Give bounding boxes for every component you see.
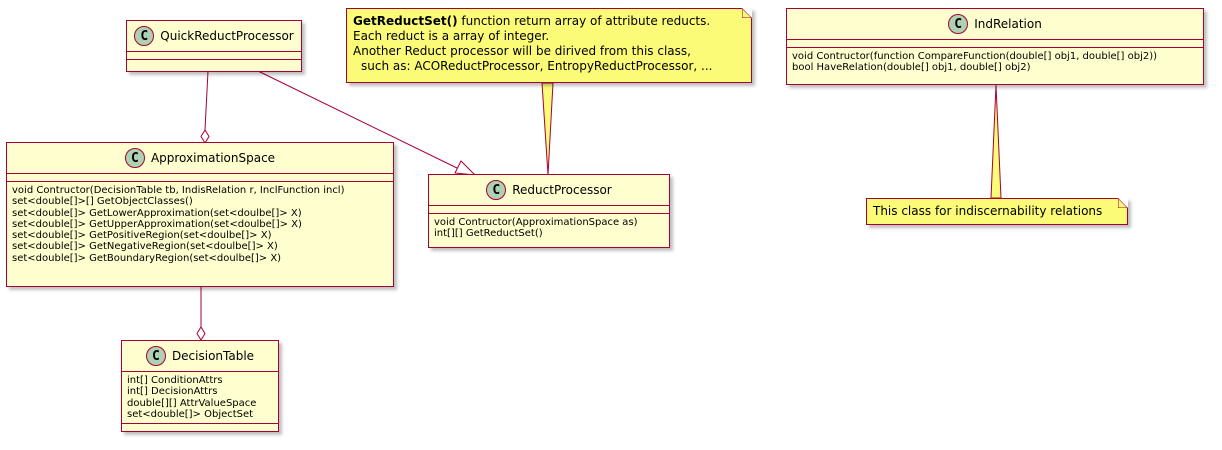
- field-row: int[] DecisionAttrs: [127, 386, 218, 398]
- class-divider: [787, 39, 1203, 40]
- class-reduct-processor[interactable]: C ReductProcessor void Contructor(Approx…: [428, 174, 670, 248]
- field-row: double[][] AttrValueSpace: [127, 397, 257, 409]
- class-name: IndRelation: [974, 17, 1042, 31]
- class-divider: [787, 47, 1203, 48]
- method-row: set<double[]> GetNegativeRegion(set<doul…: [12, 241, 278, 253]
- aggregation-diamond-approx: [200, 129, 210, 144]
- method-row: set<double[]> GetPositiveRegion(set<doul…: [12, 230, 272, 242]
- class-methods: void Contructor(DecisionTable tb, IndisR…: [7, 182, 393, 267]
- class-icon: C: [948, 14, 969, 34]
- class-icon: C: [145, 346, 166, 366]
- class-ind-relation[interactable]: C IndRelation void Contructor(function C…: [786, 8, 1204, 85]
- note-line: Each reduct is a array of integer.: [353, 29, 550, 43]
- method-row: set<double[]> GetUpperApproximation(set<…: [12, 218, 302, 230]
- note-connector-reduct: [541, 82, 554, 176]
- class-divider: [127, 51, 301, 52]
- generalization-quick-to-reduct: [257, 70, 458, 169]
- aggregation-quick-to-approx: [204, 70, 209, 131]
- class-name: QuickReductProcessor: [160, 29, 294, 43]
- class-header: C ReductProcessor: [429, 175, 669, 205]
- class-name: DecisionTable: [171, 349, 255, 363]
- method-row: int[][] GetReductSet(): [434, 228, 543, 240]
- note-connector-ind: [990, 84, 1002, 199]
- class-fields-empty: [7, 174, 393, 181]
- field-row: int[] ConditionAttrs: [127, 375, 223, 386]
- note-text: function return array of attribute reduc…: [457, 14, 711, 28]
- class-divider: [7, 181, 393, 182]
- method-row: bool HaveRelation(double[] obj1, double[…: [792, 62, 1031, 74]
- class-name: ApproximationSpace: [150, 151, 276, 165]
- class-quick-reduct-processor[interactable]: C QuickReductProcessor: [126, 20, 302, 72]
- class-divider: [122, 371, 278, 372]
- method-row: set<double[]>[] GetObjectClasses(): [12, 196, 193, 208]
- method-row: void Contructor(DecisionTable tb, IndisR…: [12, 185, 345, 196]
- class-methods: void Contructor(function CompareFunction…: [787, 48, 1203, 77]
- method-row: void Contructor(ApproximationSpace as): [434, 217, 638, 228]
- class-header: C DecisionTable: [122, 341, 278, 371]
- class-divider: [429, 213, 669, 214]
- class-header: C ApproximationSpace: [7, 143, 393, 173]
- method-row: void Contructor(function CompareFunction…: [792, 51, 1158, 62]
- class-methods: void Contructor(ApproximationSpace as) i…: [429, 214, 669, 243]
- class-header: C IndRelation: [787, 9, 1203, 39]
- aggregation-diamond-decision: [196, 326, 206, 341]
- class-icon: C: [134, 26, 155, 46]
- field-row: set<double[]> ObjectSet: [127, 408, 254, 420]
- class-fields: int[] ConditionAttrs int[] DecisionAttrs…: [122, 372, 278, 423]
- note-line: such as: ACOReductProcessor, EntropyRedu…: [361, 59, 713, 73]
- class-name: ReductProcessor: [512, 183, 612, 197]
- generalization-arrow: [454, 160, 477, 176]
- note-line: GetReductSet() function return array of …: [353, 14, 745, 29]
- method-row: set<double[]> GetBoundaryRegion(set<doul…: [12, 252, 282, 264]
- class-divider: [7, 173, 393, 174]
- class-divider: [429, 205, 669, 206]
- class-divider: [127, 59, 301, 60]
- class-fields-empty: [127, 52, 301, 59]
- class-decision-table[interactable]: C DecisionTable int[] ConditionAttrs int…: [121, 340, 279, 432]
- note-fold-icon: [1118, 198, 1128, 208]
- class-fields-empty: [787, 40, 1203, 47]
- note-line: Another Reduct processor will be dirived…: [353, 44, 691, 58]
- note-fold-icon: [742, 8, 752, 18]
- note-bold-text: GetReductSet(): [353, 14, 458, 28]
- class-fields-empty: [429, 206, 669, 213]
- class-header: C QuickReductProcessor: [127, 21, 301, 51]
- class-icon: C: [124, 148, 145, 168]
- note-reduct-processor[interactable]: GetReductSet() function return array of …: [346, 8, 752, 83]
- method-row: set<double[]> GetLowerApproximation(set<…: [12, 207, 302, 219]
- class-divider: [122, 423, 278, 425]
- note-line: This class for indiscernability relation…: [873, 204, 1103, 218]
- class-icon: C: [486, 180, 507, 200]
- class-approximation-space[interactable]: C ApproximationSpace void Contructor(Dec…: [6, 142, 394, 287]
- note-ind-relation[interactable]: This class for indiscernability relation…: [866, 198, 1128, 225]
